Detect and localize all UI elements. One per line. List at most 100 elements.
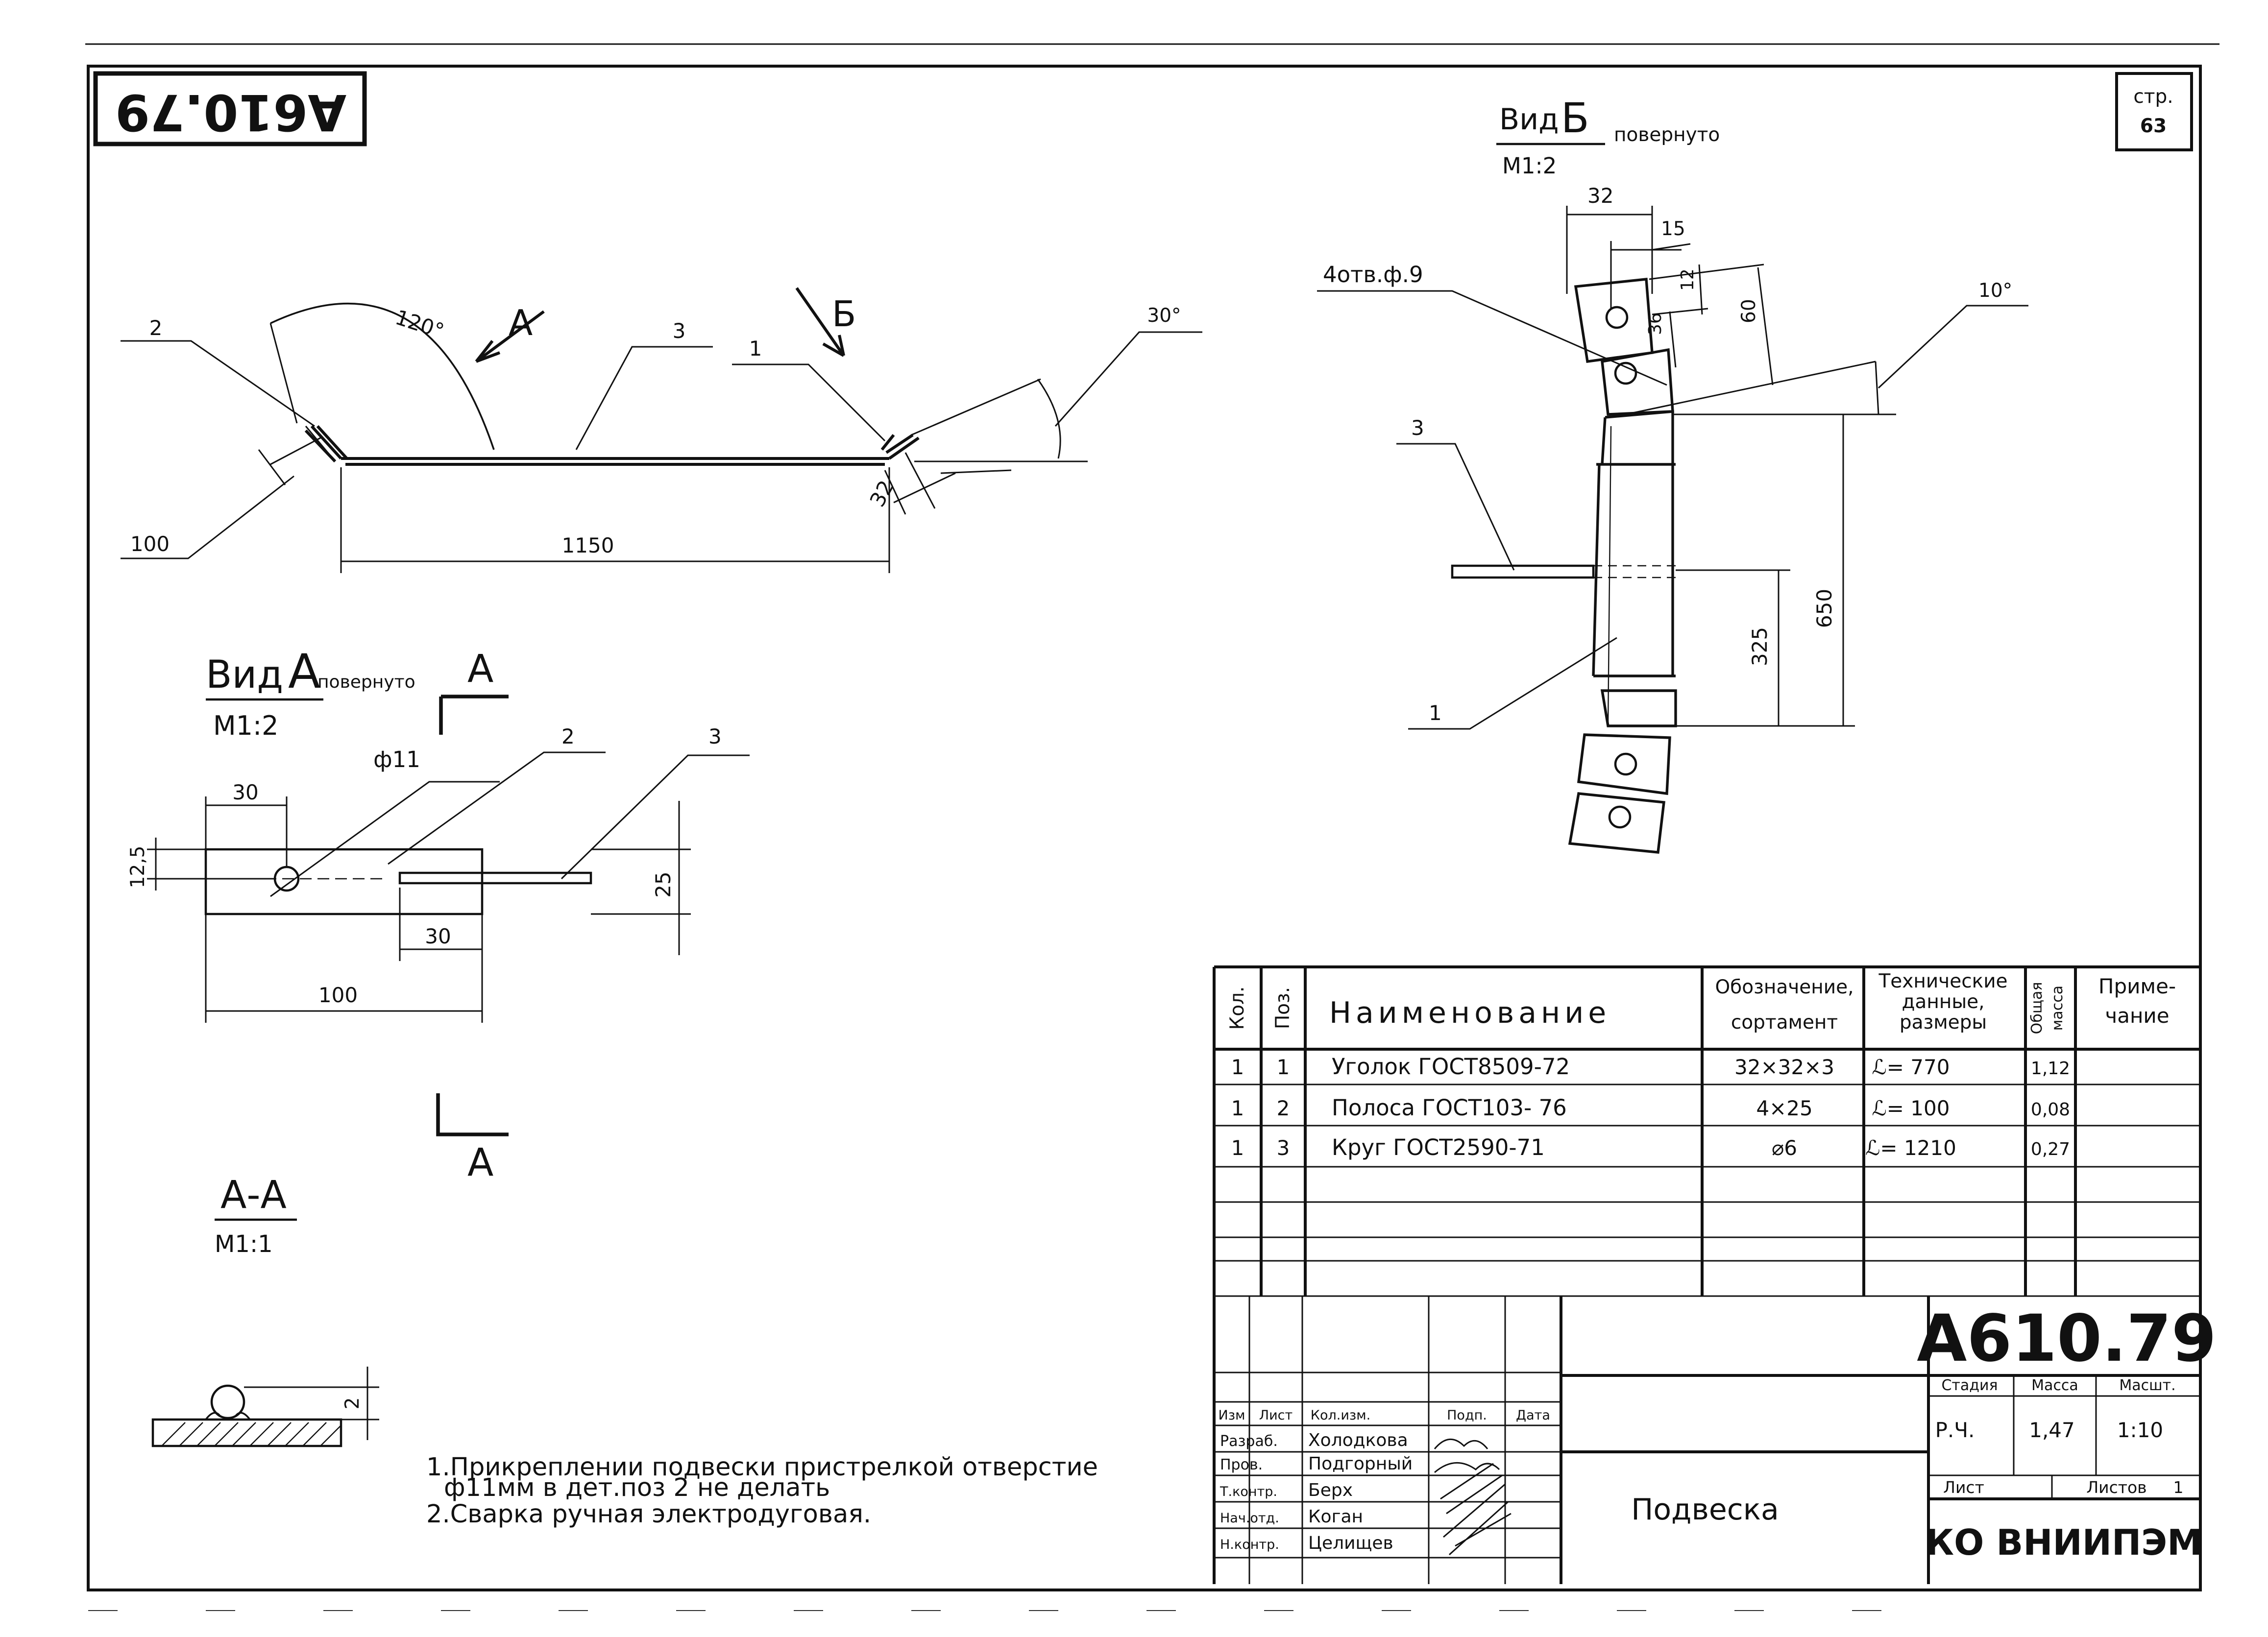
view-a-dim-25: 25 — [651, 871, 675, 897]
row-1-tech: ℒ= 770 — [1872, 1055, 1950, 1079]
row-3-pos: 3 — [1277, 1136, 1290, 1160]
role-4: Нач.отд. — [1220, 1511, 1279, 1526]
spec-header-desig-1: Обозначение, — [1715, 976, 1853, 998]
role-5: Н.контр. — [1220, 1537, 1279, 1552]
view-b-dim-32: 32 — [1587, 184, 1613, 208]
sheet-label: Лист — [1943, 1478, 1984, 1497]
rev-kol: Кол.изм. — [1311, 1408, 1370, 1423]
scale-label: Масшт. — [2119, 1377, 2175, 1394]
view-b-dim-15: 15 — [1661, 218, 1685, 240]
rotated-stamp-box — [93, 71, 367, 146]
sheets-label: Листов — [2086, 1478, 2146, 1497]
note-line-3: 2.Сварка ручная электродуговая. — [426, 1500, 871, 1529]
spec-header-pos: Поз. — [1272, 987, 1294, 1029]
main-arrow-b-label: Б — [832, 293, 856, 335]
view-a-cut-letter-bottom: А — [467, 1141, 493, 1185]
view-b-dim-12: 12 — [1678, 268, 1698, 291]
spec-table: Кол. Поз. Наименование Обозначение, сорт… — [1213, 965, 2200, 1297]
view-b-scale: М1:2 — [1502, 153, 1557, 179]
view-b-dim-325: 325 — [1748, 627, 1772, 666]
stage-value: Р.Ч. — [1935, 1418, 1975, 1442]
name-4: Коган — [1308, 1507, 1363, 1527]
spec-header-mass-2: масса — [2049, 986, 2066, 1031]
view-b-dim-650: 650 — [1812, 589, 1836, 628]
view-a-title: Вид — [206, 653, 283, 697]
view-b: Вид Б повернуто М1:2 32 15 12 36 60 4отв… — [1317, 94, 2028, 854]
row-2-name: Полоса ГОСТ103- 76 — [1332, 1095, 1567, 1121]
role-1: Разраб. — [1220, 1433, 1278, 1450]
rotated-stamp-code: А610.79 — [115, 83, 347, 141]
role-3: Т.контр. — [1219, 1484, 1277, 1499]
section-scale: М1:1 — [215, 1230, 273, 1258]
row-2-tech: ℒ= 100 — [1872, 1096, 1950, 1120]
main-pos-3: 3 — [673, 319, 686, 343]
view-b-pos-3: 3 — [1411, 416, 1424, 440]
spec-header-name: Наименование — [1329, 996, 1610, 1030]
notes: 1.Прикреплении подвески пристрелкой отве… — [426, 1453, 1098, 1529]
table-row: 1 1 Уголок ГОСТ8509-72 32×32×3 ℒ= 770 1,… — [1231, 1054, 2070, 1080]
spec-header-note-1: Приме- — [2098, 974, 2176, 998]
view-b-pos-1: 1 — [1429, 701, 1442, 725]
row-2-desig: 4×25 — [1756, 1096, 1812, 1120]
row-1-mass: 1,12 — [2031, 1059, 2070, 1079]
view-b-note: повернуто — [1614, 124, 1720, 146]
section-dim-2: 2 — [341, 1397, 364, 1410]
spec-header-tech-1: Технические — [1878, 970, 2007, 992]
main-arrow-a-label: А — [509, 302, 533, 343]
row-1-pos: 1 — [1277, 1055, 1290, 1079]
note-line-2: ф11мм в дет.поз 2 не делать — [444, 1473, 830, 1502]
spec-header-tech-2: данные, — [1902, 991, 1984, 1013]
view-b-dim-60: 60 — [1738, 299, 1760, 323]
section-title: А-А — [220, 1173, 287, 1217]
spec-header-tech-3: размеры — [1900, 1011, 1987, 1034]
row-1-desig: 32×32×3 — [1734, 1055, 1834, 1079]
view-a-letter: А — [288, 644, 320, 699]
view-b-title: Вид — [1499, 102, 1559, 137]
page-number: 63 — [2140, 115, 2167, 137]
scale-value: 1:10 — [2117, 1418, 2163, 1442]
name-5: Целищев — [1308, 1533, 1393, 1553]
row-2-qty: 1 — [1231, 1096, 1244, 1120]
role-2: Пров. — [1220, 1456, 1263, 1473]
view-b-angle-10: 10° — [1978, 280, 2012, 302]
mass-label: Масса — [2031, 1377, 2078, 1394]
row-3-name: Круг ГОСТ2590-71 — [1332, 1134, 1545, 1160]
view-a-note: повернуто — [317, 672, 415, 692]
view-a-dim-12-5: 12,5 — [127, 846, 149, 889]
view-a-dim-30: 30 — [232, 780, 258, 804]
name-1: Холодкова — [1308, 1430, 1408, 1450]
name-2: Подгорный — [1308, 1454, 1413, 1474]
main-angle-120: 120° — [392, 305, 447, 343]
sheets-value: 1 — [2173, 1478, 2184, 1497]
rev-list: Лист — [1259, 1408, 1293, 1423]
mass-value: 1,47 — [2029, 1418, 2075, 1442]
row-1-qty: 1 — [1231, 1055, 1244, 1079]
page-label: стр. — [2133, 86, 2173, 108]
view-a-pos-2: 2 — [561, 724, 575, 748]
rev-izm: Изм — [1219, 1408, 1245, 1423]
main-dim-100: 100 — [130, 532, 170, 556]
view-a-pos-3: 3 — [708, 724, 722, 748]
view-b-letter: Б — [1561, 94, 1589, 142]
signatures — [1434, 1438, 1512, 1556]
note-line-1: 1.Прикреплении подвески пристрелкой отве… — [426, 1453, 1098, 1482]
table-row: 1 3 Круг ГОСТ2590-71 ⌀6 ℒ= 1210 0,27 — [1231, 1134, 2070, 1160]
spec-header-note-2: чание — [2105, 1004, 2169, 1028]
page-number-box — [2115, 72, 2193, 151]
row-3-tech: ℒ= 1210 — [1865, 1136, 1956, 1160]
view-a-cut-letter-top: А — [467, 647, 493, 691]
organization: КО ВНИИПЭМ — [1925, 1522, 2202, 1563]
view-a-dim-100: 100 — [318, 983, 358, 1007]
main-pos-2: 2 — [149, 316, 163, 340]
rev-data: Дата — [1516, 1408, 1550, 1423]
stage-label: Стадия — [1941, 1377, 1998, 1394]
rev-podp: Подп. — [1447, 1408, 1487, 1423]
row-2-pos: 2 — [1277, 1096, 1290, 1120]
main-view: 2 3 1 А Б 120° 30° 1150 100 32 — [121, 287, 1202, 573]
table-row: 1 2 Полоса ГОСТ103- 76 4×25 ℒ= 100 0,08 — [1231, 1095, 2070, 1121]
title-block: А610.79 Изм Лист Кол.изм. Подп. Дата Раз… — [1213, 1296, 2217, 1584]
name-3: Берх — [1308, 1480, 1353, 1500]
spec-header-qty: Кол. — [1226, 987, 1248, 1030]
row-3-mass: 0,27 — [2031, 1139, 2070, 1159]
